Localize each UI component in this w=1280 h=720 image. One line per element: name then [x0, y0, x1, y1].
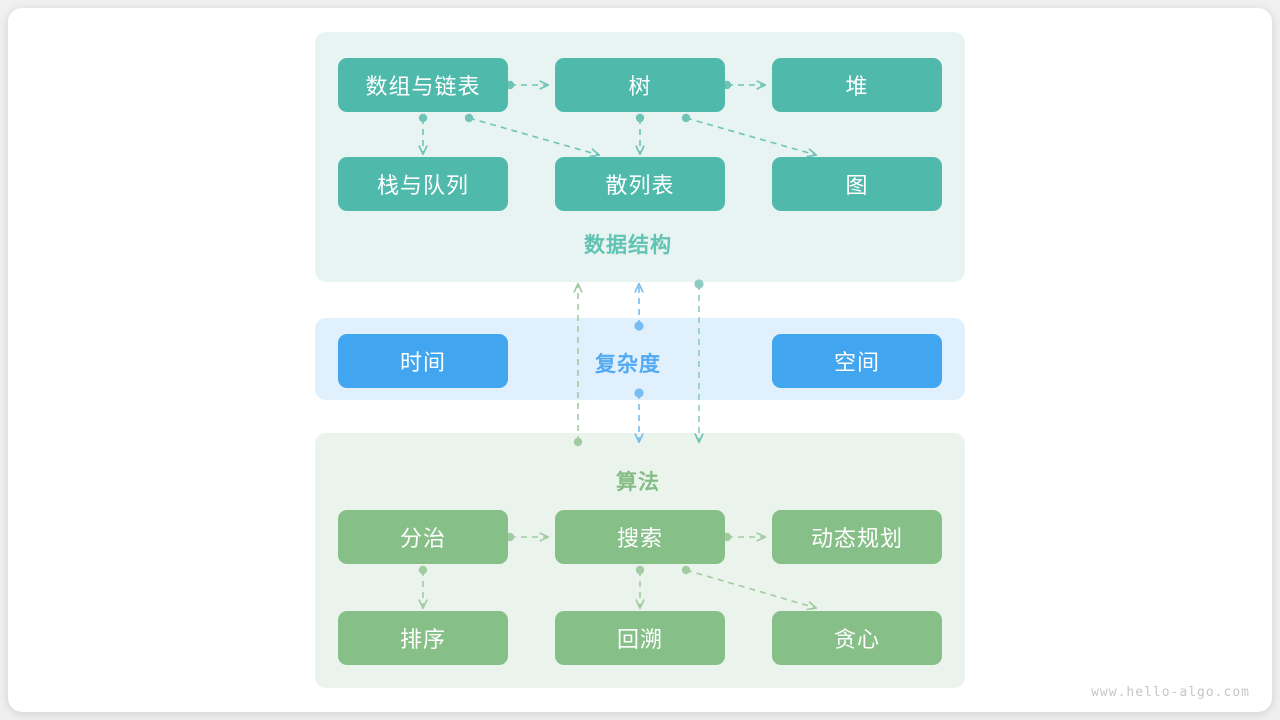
node-time-complexity[interactable]: 时间	[338, 334, 508, 388]
section-label-complexity: 复杂度	[595, 353, 661, 376]
node-dynamic-programming[interactable]: 动态规划	[772, 510, 942, 564]
node-hash-table[interactable]: 散列表	[555, 157, 725, 211]
node-stack-queue[interactable]: 栈与队列	[338, 157, 508, 211]
section-label-data-structure: 数据结构	[584, 234, 672, 257]
node-greedy[interactable]: 贪心	[772, 611, 942, 665]
section-label-algorithm: 算法	[616, 471, 660, 494]
node-space-complexity[interactable]: 空间	[772, 334, 942, 388]
node-array-linkedlist[interactable]: 数组与链表	[338, 58, 508, 112]
node-graph[interactable]: 图	[772, 157, 942, 211]
diagram-card: 数组与链表 树 堆 栈与队列 散列表 图 数据结构 时间 空间 复杂度 算法 分…	[8, 8, 1272, 712]
node-tree[interactable]: 树	[555, 58, 725, 112]
node-divide-conquer[interactable]: 分治	[338, 510, 508, 564]
node-search[interactable]: 搜索	[555, 510, 725, 564]
node-sorting[interactable]: 排序	[338, 611, 508, 665]
watermark-url: www.hello-algo.com	[1091, 685, 1250, 700]
node-backtracking[interactable]: 回溯	[555, 611, 725, 665]
node-heap[interactable]: 堆	[772, 58, 942, 112]
